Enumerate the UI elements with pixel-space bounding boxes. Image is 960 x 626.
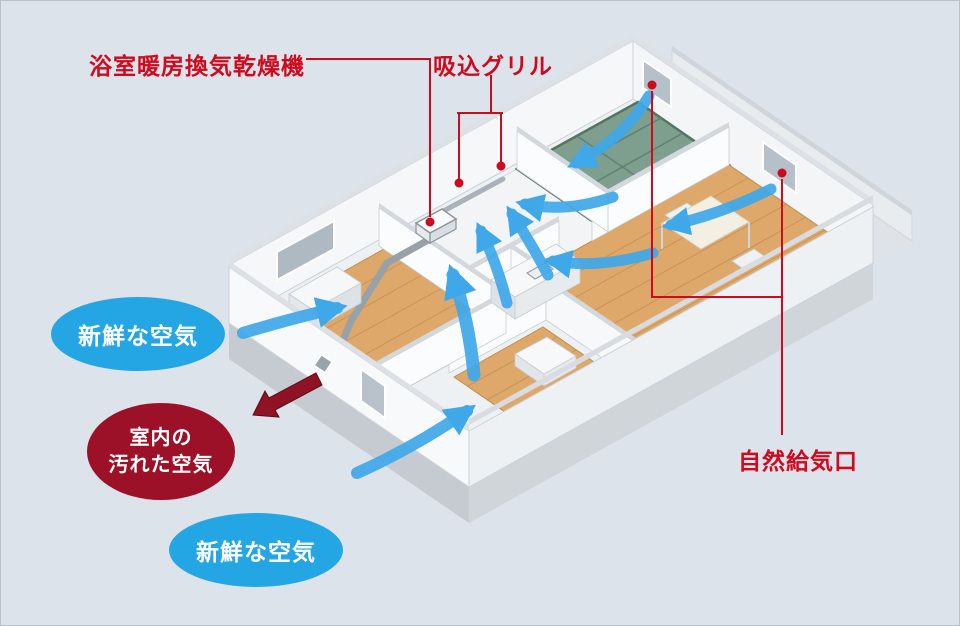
airflow-arrow <box>444 263 481 382</box>
vent-markers <box>425 80 787 227</box>
outer-walls-near <box>228 195 874 488</box>
leader-natural-vent <box>651 91 783 435</box>
leader-intake-grill <box>457 75 503 179</box>
bubble-dirty-air: 室内の 汚れた空気 <box>87 403 235 500</box>
exhaust-vent <box>313 353 334 374</box>
airflow-arrow <box>475 222 513 309</box>
exhaust-arrow <box>252 372 323 418</box>
label-intake-grill: 吸込グリル <box>433 53 553 79</box>
vent-marker-natural-2 <box>777 168 787 178</box>
window-bedroom <box>276 219 335 282</box>
dirty-air-line-1: 室内の <box>129 426 193 449</box>
bubble-fresh-air-bottom: 新鮮な空気 <box>169 513 343 587</box>
bubble-dirty-air-text: 室内の 汚れた空気 <box>109 425 214 479</box>
airflow-arrow <box>351 404 476 479</box>
bubble-fresh-air-left: 新鮮な空気 <box>51 297 225 371</box>
airflow-arrow <box>543 247 659 279</box>
airflow-arrow <box>506 205 554 281</box>
label-natural-vent: 自然給気口 <box>738 448 858 474</box>
annotation-lines <box>306 58 783 435</box>
vent-marker-unit <box>425 217 435 227</box>
vent-marker-grill-2 <box>496 161 506 171</box>
vent-marker-grill-1 <box>454 178 464 188</box>
intake-duct <box>435 176 506 217</box>
airflow-arrow <box>567 90 655 169</box>
vent-marker-natural-1 <box>647 80 657 90</box>
window-tatami-vent <box>642 58 672 109</box>
window-living-vent <box>762 140 797 195</box>
airflow-arrows <box>237 90 777 479</box>
dirty-air-line-2: 汚れた空気 <box>108 453 214 476</box>
label-bath-dryer-unit: 浴室暖房換気乾燥機 <box>89 53 305 79</box>
airflow-arrow <box>515 191 619 222</box>
airflow-arrow <box>237 297 348 339</box>
bath-dryer-unit <box>414 208 458 245</box>
entrance-door <box>360 367 386 420</box>
leader-bath-unit <box>306 58 431 217</box>
airflow-arrow <box>661 183 777 236</box>
